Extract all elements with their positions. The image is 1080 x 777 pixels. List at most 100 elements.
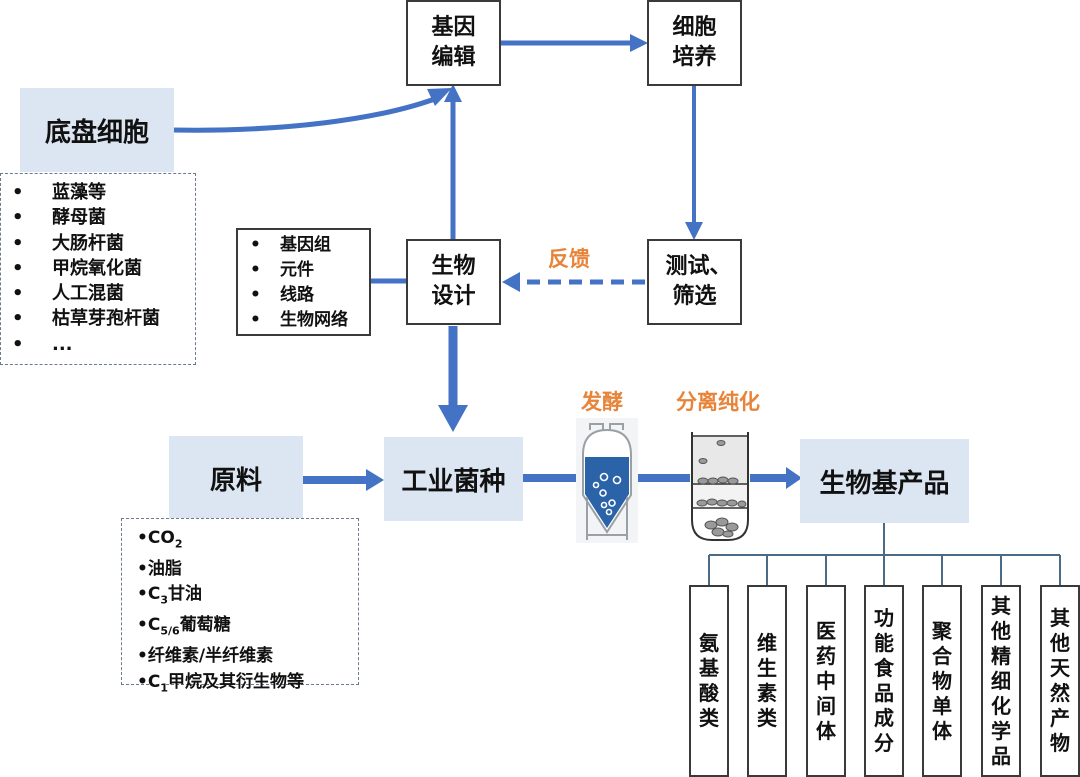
product-char: 体 bbox=[816, 718, 836, 743]
product-char: 他 bbox=[1050, 631, 1070, 655]
node-bio-design: 生物 设计 bbox=[406, 239, 501, 325]
product-char: 医 bbox=[816, 618, 836, 643]
list-item: •C1甲烷及其衍生物等 bbox=[137, 671, 305, 695]
arrowhead bbox=[444, 84, 462, 102]
product-char: 食 bbox=[874, 656, 894, 680]
node-gene-editing: 基因 编辑 bbox=[406, 0, 501, 86]
arrowhead bbox=[366, 469, 384, 491]
product-char: 基 bbox=[699, 656, 719, 680]
product-tree bbox=[708, 523, 1061, 587]
list-item: •大肠杆菌 bbox=[12, 232, 124, 254]
product-category-box: 氨基酸类 bbox=[689, 585, 729, 777]
product-char: 维 bbox=[757, 631, 777, 655]
node-text: 设计 bbox=[431, 284, 476, 309]
product-char: 聚 bbox=[932, 618, 952, 643]
list-item: •CO2 bbox=[137, 528, 183, 551]
list-item: •... bbox=[12, 333, 73, 355]
product-category-box: 其他天然产物 bbox=[1040, 585, 1080, 777]
separation-column-icon bbox=[691, 432, 749, 541]
node-text: 生物 bbox=[431, 254, 476, 279]
arrowhead bbox=[502, 272, 520, 292]
node-text: 培养 bbox=[672, 45, 717, 70]
node-raw-material: 原料 bbox=[169, 436, 303, 520]
product-char: 中 bbox=[816, 668, 836, 693]
product-char: 他 bbox=[991, 618, 1011, 643]
node-text: 工业菌种 bbox=[401, 466, 506, 497]
product-char: 合 bbox=[932, 643, 952, 668]
node-industrial-strain: 工业菌种 bbox=[384, 437, 523, 521]
list-item: •人工混菌 bbox=[12, 283, 124, 305]
list-item: •基因组 bbox=[250, 235, 331, 255]
list-item: •蓝藻等 bbox=[12, 182, 106, 203]
list-item: •元件 bbox=[250, 260, 314, 280]
product-category-box: 维生素类 bbox=[747, 585, 787, 777]
node-test-screening: 测试、 筛选 bbox=[647, 239, 742, 325]
node-text: 编辑 bbox=[431, 45, 476, 70]
list-item: •纤维素/半纤维素 bbox=[137, 646, 274, 667]
fermenter-icon bbox=[576, 418, 638, 543]
product-category-box: 其他精细化学品 bbox=[981, 585, 1021, 777]
product-char: 生 bbox=[757, 656, 777, 680]
product-char: 能 bbox=[874, 631, 894, 655]
product-char: 类 bbox=[699, 706, 719, 730]
product-char: 产 bbox=[1050, 706, 1070, 730]
product-char: 品 bbox=[874, 681, 894, 705]
product-char: 物 bbox=[932, 668, 952, 693]
raw-list-box bbox=[121, 518, 359, 685]
product-char: 功 bbox=[874, 606, 894, 630]
product-char: 物 bbox=[1050, 731, 1070, 755]
product-char: 成 bbox=[874, 706, 894, 730]
node-text: 测试、 bbox=[665, 254, 732, 279]
list-item: •生物网络 bbox=[250, 310, 348, 330]
arrow-chassis-to-edit bbox=[171, 94, 441, 133]
product-char: 天 bbox=[1050, 656, 1070, 680]
list-item: •酵母菌 bbox=[12, 207, 106, 229]
product-char: 体 bbox=[932, 718, 952, 743]
product-char: 酸 bbox=[699, 681, 719, 705]
product-char: 药 bbox=[816, 643, 836, 668]
label-feedback: 反馈 bbox=[548, 247, 590, 271]
arrowhead bbox=[685, 222, 703, 240]
arrowhead bbox=[427, 88, 452, 106]
product-char: 其 bbox=[1050, 606, 1070, 630]
node-chassis-cells: 底盘细胞 bbox=[20, 88, 174, 172]
node-text: 原料 bbox=[209, 465, 262, 496]
node-bio-based-products: 生物基产品 bbox=[800, 439, 969, 523]
node-text: 生物基产品 bbox=[819, 468, 950, 499]
product-char: 精 bbox=[991, 643, 1011, 668]
product-char: 氨 bbox=[699, 631, 719, 655]
list-item: •线路 bbox=[250, 285, 314, 305]
product-category-box: 功能食品成分 bbox=[864, 585, 904, 777]
node-text: 底盘细胞 bbox=[44, 117, 149, 148]
list-item: •油脂 bbox=[137, 558, 182, 579]
product-char: 素 bbox=[757, 681, 777, 705]
product-char: 细 bbox=[991, 668, 1011, 693]
list-item: •C3甘油 bbox=[137, 584, 203, 607]
product-char: 品 bbox=[991, 743, 1011, 768]
design-components-box: •基因组 •元件 •线路 •生物网络 bbox=[236, 228, 371, 336]
product-char: 类 bbox=[757, 706, 777, 730]
product-char: 学 bbox=[991, 718, 1011, 743]
product-char: 分 bbox=[874, 731, 894, 755]
node-text: 基因 bbox=[431, 15, 476, 40]
product-category-box: 聚合物单体 bbox=[922, 585, 962, 777]
product-char: 然 bbox=[1050, 681, 1070, 705]
chassis-list-box bbox=[0, 173, 196, 365]
arrowhead bbox=[630, 34, 648, 52]
node-cell-culture: 细胞 培养 bbox=[647, 0, 742, 86]
list-item: •枯草芽孢杆菌 bbox=[12, 308, 160, 330]
list-item: •甲烷氧化菌 bbox=[12, 257, 142, 279]
raw-material-list: •CO2 •油脂 •C3甘油 •C5/6葡萄糖 •纤维素/半纤维素 •C1甲烷及… bbox=[137, 526, 304, 701]
product-char: 单 bbox=[932, 693, 952, 718]
product-char: 化 bbox=[991, 693, 1011, 718]
node-text: 筛选 bbox=[672, 284, 717, 309]
product-char: 间 bbox=[816, 693, 836, 718]
label-fermentation: 发酵 bbox=[581, 390, 623, 414]
chassis-list: •蓝藻等 •酵母菌 •大肠杆菌 •甲烷氧化菌 •人工混菌 •枯草芽孢杆菌 •..… bbox=[8, 180, 160, 357]
label-separation: 分离纯化 bbox=[676, 390, 760, 414]
node-text: 细胞 bbox=[672, 15, 717, 40]
product-category-box: 医药中间体 bbox=[806, 585, 846, 777]
arrowhead bbox=[438, 405, 468, 432]
product-char: 其 bbox=[991, 593, 1011, 618]
